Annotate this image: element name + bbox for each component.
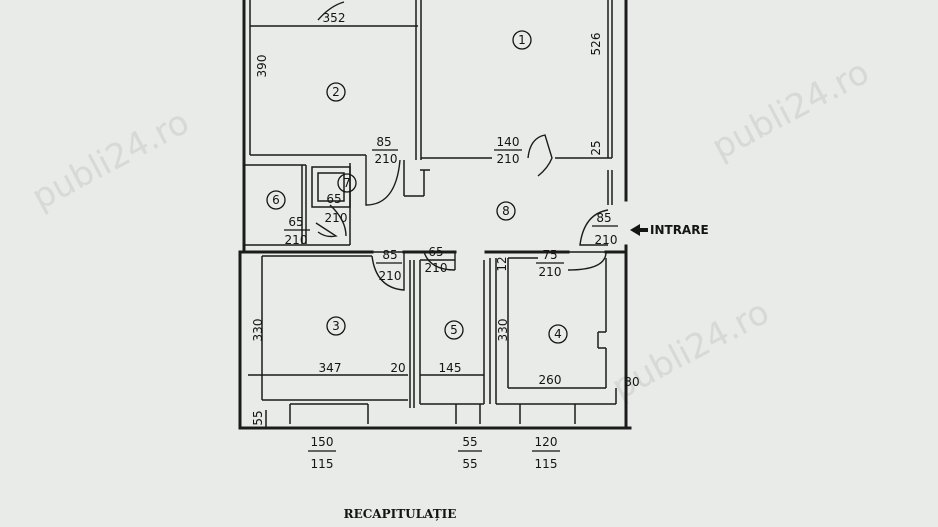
door-room4-bottom: 210 (539, 265, 562, 279)
outer-walls (238, 0, 632, 430)
room-3-number: 3 (332, 319, 340, 333)
window-right-bottom: 115 (535, 457, 558, 471)
watermark-3: publi24.ro (605, 292, 775, 408)
door-room7-top: 65 (326, 192, 341, 206)
room-6-number: 6 (272, 193, 280, 207)
watermark-group: publi24.ro publi24.ro publi24.ro (25, 52, 875, 408)
window-mid-top: 55 (462, 435, 477, 449)
dim-room5-width: 145 (439, 361, 462, 375)
dim-room4-height: 330 (496, 319, 510, 342)
room-1-number: 1 (518, 33, 526, 47)
window-left-top: 150 (311, 435, 334, 449)
dim-room3-width: 347 (319, 361, 342, 375)
window-mid-bottom: 55 (462, 457, 477, 471)
watermark-2: publi24.ro (705, 52, 875, 168)
dim-room4-gap: 12 (495, 256, 509, 271)
arrow-left-icon (630, 224, 648, 236)
room-8-number: 8 (502, 204, 510, 218)
door-room2-bottom: 210 (375, 152, 398, 166)
window-fractions: 150 115 55 55 120 115 (308, 435, 560, 471)
door-room5-top: 65 (428, 245, 443, 259)
room-1-walls (421, 0, 613, 159)
lower-walls (238, 250, 628, 428)
dim-room2-width: 352 (323, 11, 346, 25)
door-fractions: 85 210 140 210 65 210 65 210 85 210 85 2… (284, 135, 618, 283)
door-entry-top: 85 (596, 211, 611, 225)
window-right-top: 120 (535, 435, 558, 449)
watermark-1: publi24.ro (25, 102, 195, 218)
room-6-7-walls (244, 164, 351, 244)
dim-outer-right: 30 (624, 375, 639, 389)
door-swings (365, 134, 609, 291)
room-7-number: 7 (343, 176, 351, 190)
room-2-number: 2 (332, 85, 340, 99)
door-room7-bottom: 210 (325, 211, 348, 225)
room-labels: 1 2 3 4 5 6 7 8 (266, 30, 568, 344)
door-entry-bottom: 210 (595, 233, 618, 247)
door-room6-top: 65 (288, 215, 303, 229)
dim-room4-width: 260 (539, 373, 562, 387)
dim-room3-gap: 20 (390, 361, 405, 375)
door-room3-bottom: 210 (379, 269, 402, 283)
dim-room3-height: 330 (251, 319, 265, 342)
room-5-number: 5 (450, 323, 458, 337)
entrance-marker: INTRARE (630, 223, 709, 237)
door-room1-bottom: 210 (497, 152, 520, 166)
dim-room1-height: 526 (589, 33, 603, 56)
door-room4-top: 75 (542, 248, 557, 262)
window-left-bottom: 115 (311, 457, 334, 471)
dim-room2-height: 390 (255, 55, 269, 78)
dimension-labels: 352 390 526 25 330 347 20 145 330 260 12… (251, 11, 640, 426)
entrance-label: INTRARE (650, 223, 709, 237)
door-room1-top: 140 (497, 135, 520, 149)
door-room5-bottom: 210 (425, 261, 448, 275)
door-room3-top: 85 (382, 248, 397, 262)
room-4-number: 4 (554, 327, 562, 341)
dim-room1-side: 25 (589, 140, 603, 155)
dim-bottom-left: 55 (251, 410, 265, 425)
room-2-walls (249, 0, 422, 160)
door-room6-bottom: 210 (285, 233, 308, 247)
footer-title: RECAPITULAȚIE (344, 507, 457, 522)
door-room2-top: 85 (376, 135, 391, 149)
